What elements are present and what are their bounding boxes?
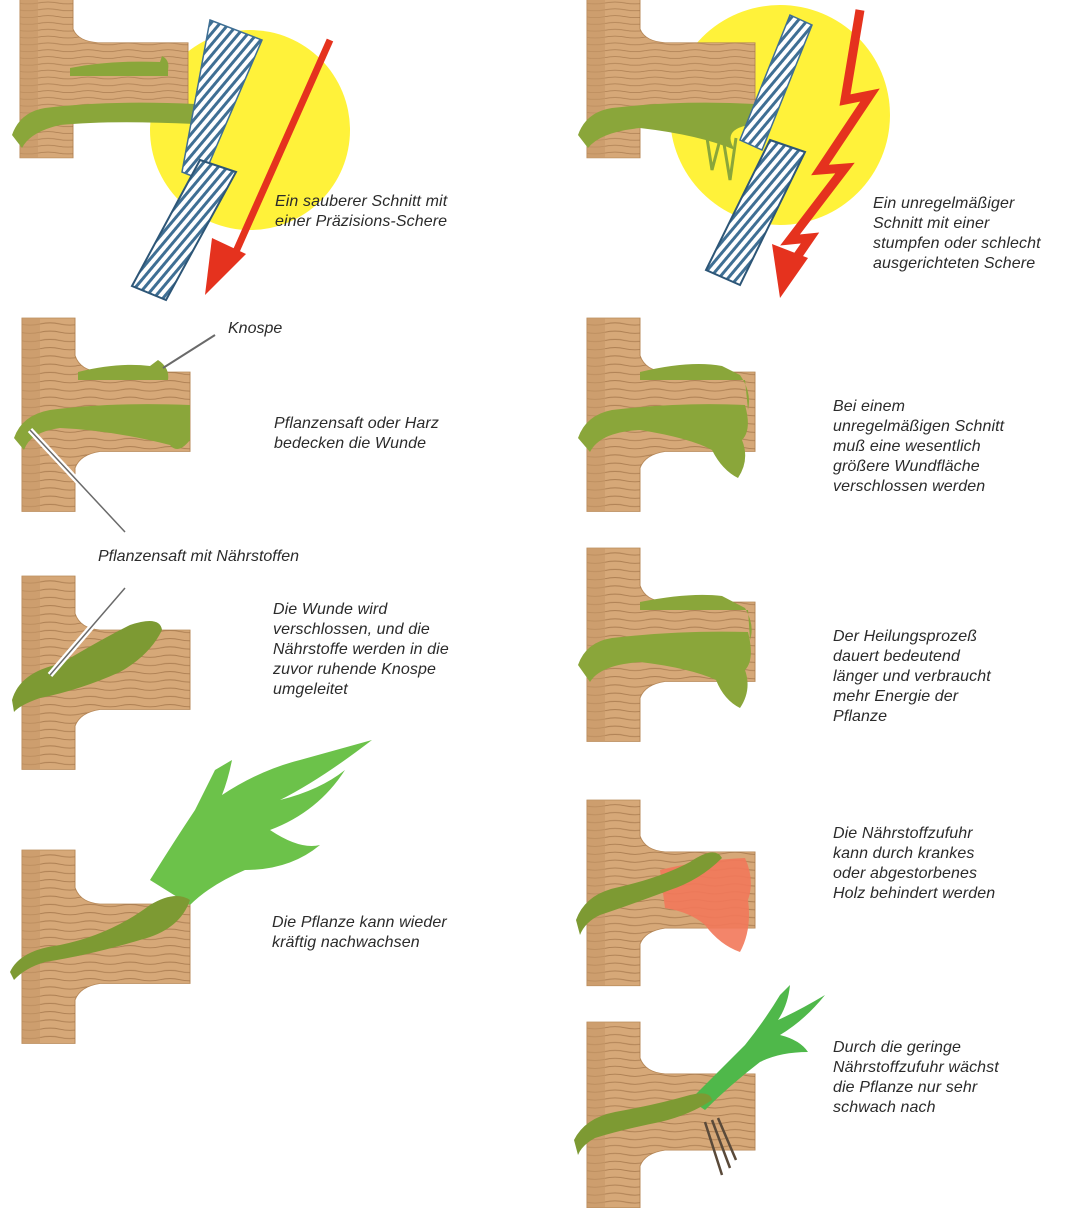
caption-irregular-cut: Ein unregelmäßiger Schnitt mit einer stu… — [873, 194, 1041, 274]
pointer-line — [163, 335, 215, 368]
caption-supply-blocked: Die Nährstoffzufuhr kann durch krankes o… — [833, 824, 995, 904]
thin-shoot — [690, 985, 825, 1110]
caption-clean-cut: Ein sauberer Schnitt mit einer Präzision… — [275, 192, 447, 232]
label-sap-nutrients: Pflanzensaft mit Nährstoffen — [98, 548, 299, 566]
new-shoot — [150, 740, 372, 905]
caption-sap-covers: Pflanzensaft oder Harz bedecken die Wund… — [274, 414, 439, 454]
caption-larger-wound: Bei einem unregelmäßigen Schnitt muß ein… — [833, 397, 1004, 497]
caption-healing-longer: Der Heilungsprozeß dauert bedeutend läng… — [833, 627, 991, 727]
caption-regrowth-weak: Durch die geringe Nährstoffzufuhr wächst… — [833, 1038, 999, 1118]
label-bud: Knospe — [228, 320, 282, 338]
caption-wound-closed: Die Wunde wird verschlossen, und die Näh… — [273, 600, 449, 700]
caption-regrowth-strong: Die Pflanze kann wieder kräftig nachwach… — [272, 913, 447, 953]
cambium-top — [78, 360, 168, 380]
